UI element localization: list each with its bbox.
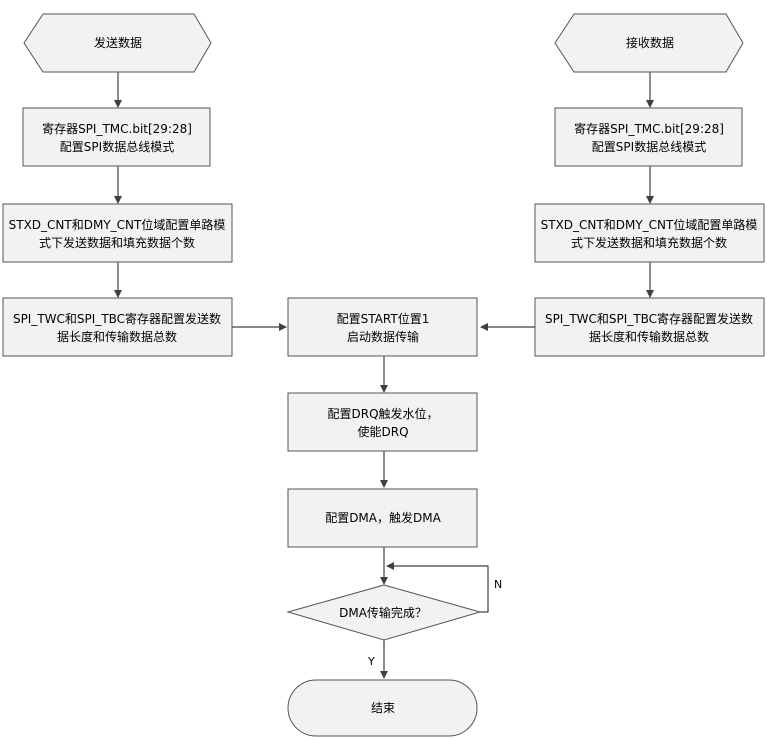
- send-reg-label-line1: 寄存器SPI_TMC.bit[29:28]: [42, 121, 192, 136]
- recv-reg-label-line2: 配置SPI数据总线模式: [592, 139, 706, 154]
- start-label-line1: 配置START位置1: [337, 311, 430, 326]
- recv-reg-box: [554, 107, 743, 167]
- recv-twc-box: [534, 297, 765, 357]
- send-cnt-box: [2, 203, 233, 263]
- start-label-line2: 启动数据传输: [347, 329, 419, 344]
- connectors: [114, 72, 654, 679]
- start-box: [287, 297, 478, 357]
- recv-reg-label-line1: 寄存器SPI_TMC.bit[29:28]: [574, 121, 724, 136]
- recv-twc-label-line1: SPI_TWC和SPI_TBC寄存器配置发送数: [545, 311, 753, 326]
- send-cnt-label-line2: 式下发送数据和填充数据个数: [39, 235, 195, 250]
- no-branch-label: N: [494, 578, 502, 591]
- recv-cnt-box: [534, 203, 765, 263]
- send-twc-box: [2, 297, 233, 357]
- recv-start-node: [554, 13, 744, 73]
- recv-cnt-label-line2: 式下发送数据和填充数据个数: [571, 235, 727, 250]
- arrow-decision-no-loop: [386, 562, 489, 613]
- recv-twc-label-line2: 据长度和传输数据总数: [589, 329, 709, 344]
- send-twc-label-line1: SPI_TWC和SPI_TBC寄存器配置发送数: [13, 311, 221, 326]
- decision-label: DMA传输完成？: [339, 605, 427, 620]
- dma-label: 配置DMA，触发DMA: [325, 510, 441, 525]
- send-twc-label-line2: 据长度和传输数据总数: [57, 329, 177, 344]
- decision-diamond: [286, 584, 482, 641]
- drq-box: [287, 392, 478, 452]
- end-terminator: [287, 679, 478, 737]
- send-cnt-label-line1: STXD_CNT和DMY_CNT位域配置单路模: [9, 217, 226, 232]
- send-start-label: 发送数据: [94, 35, 142, 50]
- dma-box: [287, 488, 478, 548]
- send-reg-box: [22, 107, 211, 167]
- send-start-node: [23, 13, 212, 73]
- yes-branch-label: Y: [367, 655, 375, 668]
- recv-cnt-label-line1: STXD_CNT和DMY_CNT位域配置单路模: [541, 217, 758, 232]
- drq-label-line1: 配置DRQ触发水位，: [327, 406, 438, 421]
- drq-label-line2: 使能DRQ: [357, 424, 408, 439]
- end-label: 结束: [371, 701, 395, 715]
- send-reg-label-line2: 配置SPI数据总线模式: [60, 139, 174, 154]
- recv-start-label: 接收数据: [626, 35, 674, 50]
